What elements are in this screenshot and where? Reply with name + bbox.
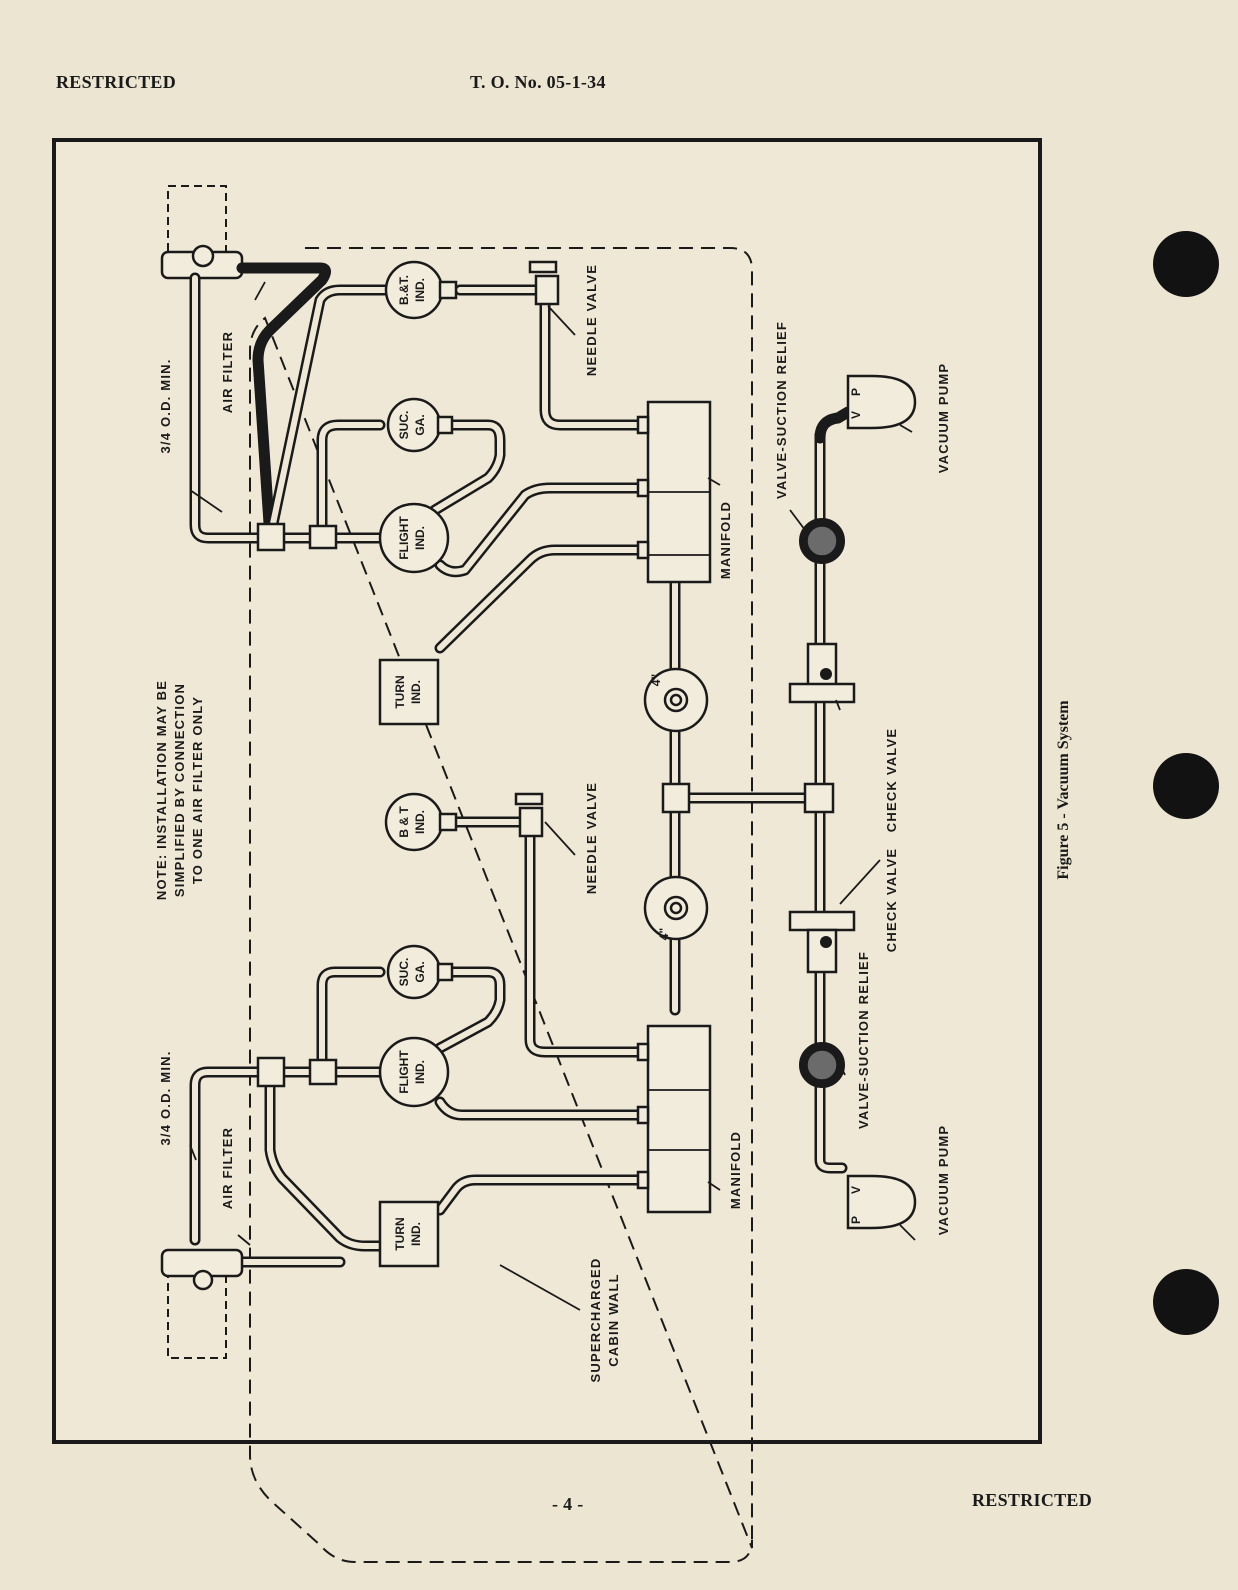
vacuum-pump-bottom <box>846 1174 917 1230</box>
suc-top-label-2: GA. <box>413 414 427 435</box>
tee-top-1 <box>256 522 286 552</box>
bt-top-label-2: IND. <box>413 278 427 302</box>
flight-indicator-top <box>378 502 450 574</box>
check-valve-bottom-label: CHECK VALVE <box>884 848 899 952</box>
bt-top-label-1: B.&T. <box>397 275 411 305</box>
turn-bottom-label-2: IND. <box>409 1222 423 1246</box>
tee-bottom-2 <box>308 1058 338 1086</box>
header-restricted: RESTRICTED <box>56 72 177 92</box>
turn-indicator-top <box>378 658 440 726</box>
pump-bottom-v: V <box>849 1186 863 1194</box>
vacuum-pump-bottom-label: VACUUM PUMP <box>936 1125 951 1235</box>
vacuum-pump-top <box>846 374 917 430</box>
turn-bottom-label-1: TURN <box>393 1217 407 1250</box>
binder-hole-2 <box>1153 753 1219 819</box>
turn-top-label-2: IND. <box>409 680 423 704</box>
valve-suction-relief-top-label: VALVE-SUCTION RELIEF <box>774 321 789 499</box>
pump-top-v: V <box>849 411 863 419</box>
binder-hole-1 <box>1153 231 1219 297</box>
check-valve-bottom-body <box>806 928 838 974</box>
cabin-wall-label-2: CABIN WALL <box>606 1273 621 1367</box>
suc-bottom-label-2: GA. <box>413 961 427 982</box>
flight-top-label-1: FLIGHT <box>397 516 411 560</box>
flight-bottom-label-2: IND. <box>413 1060 427 1084</box>
flight-top-label-2: IND. <box>413 526 427 550</box>
air-filter-bottom-label: AIR FILTER <box>220 1127 235 1210</box>
manifold-top-label: MANIFOLD <box>718 501 733 579</box>
tee-top-2 <box>308 524 338 550</box>
turn-top-label-1: TURN <box>393 675 407 708</box>
manifold-bottom <box>646 1024 712 1214</box>
suc-bottom-label-1: SUC. <box>397 958 411 987</box>
tee-right <box>803 782 835 814</box>
needle-valve-bottom-label: NEEDLE VALVE <box>584 782 599 894</box>
air-filter-top-label: AIR FILTER <box>220 331 235 414</box>
footer-restricted: RESTRICTED <box>972 1490 1093 1510</box>
binder-hole-3 <box>1153 1269 1219 1335</box>
tee-center <box>661 782 691 814</box>
cabin-wall-label-1: SUPERCHARGED <box>588 1258 603 1383</box>
cabin-wall-outline <box>249 247 753 1563</box>
suc-top-label-1: SUC. <box>397 411 411 440</box>
leader-lines <box>189 281 916 1311</box>
note-line-3: TO ONE AIR FILTER ONLY <box>190 696 205 884</box>
pump-top-p: P <box>849 388 863 396</box>
od-min-top: 3/4 O.D. MIN. <box>158 358 173 453</box>
manifold-bottom-label: MANIFOLD <box>728 1131 743 1209</box>
pipe-size-top: 4" <box>649 674 663 686</box>
od-min-bottom: 3/4 O.D. MIN. <box>158 1050 173 1145</box>
page-number: - 4 - <box>552 1494 584 1514</box>
note-line-1: NOTE: INSTALLATION MAY BE <box>154 680 169 900</box>
needle-valve-top-label: NEEDLE VALVE <box>584 264 599 376</box>
flight-bottom-label-1: FLIGHT <box>397 1050 411 1094</box>
check-valve-bottom-flange <box>788 910 856 932</box>
tee-bottom-1 <box>256 1056 286 1088</box>
pipes-top <box>189 262 854 1174</box>
figure-caption: Figure 5 - Vacuum System <box>1055 700 1072 880</box>
needle-valve-top <box>534 274 560 306</box>
turn-indicator-bottom <box>378 1200 440 1268</box>
flight-indicator-bottom <box>378 1036 450 1108</box>
pipe-size-bottom: 4" <box>657 928 671 940</box>
bt-bottom-label-1: B & T <box>397 806 411 838</box>
note-line-2: SIMPLIFIED BY CONNECTION <box>172 683 187 897</box>
header-to-number: T. O. No. 05-1-34 <box>470 72 606 92</box>
needle-valve-bottom <box>518 806 544 838</box>
vacuum-pump-top-label: VACUUM PUMP <box>936 363 951 473</box>
bt-bottom-label-2: IND. <box>413 810 427 834</box>
air-filter-top-cap <box>191 244 215 268</box>
check-valve-top-flange <box>788 682 856 704</box>
valve-suction-relief-bottom-label: VALVE-SUCTION RELIEF <box>856 951 871 1129</box>
pump-bottom-p: P <box>849 1216 863 1224</box>
check-valve-top-label: CHECK VALVE <box>884 728 899 832</box>
pipes-bottom <box>189 816 654 1268</box>
